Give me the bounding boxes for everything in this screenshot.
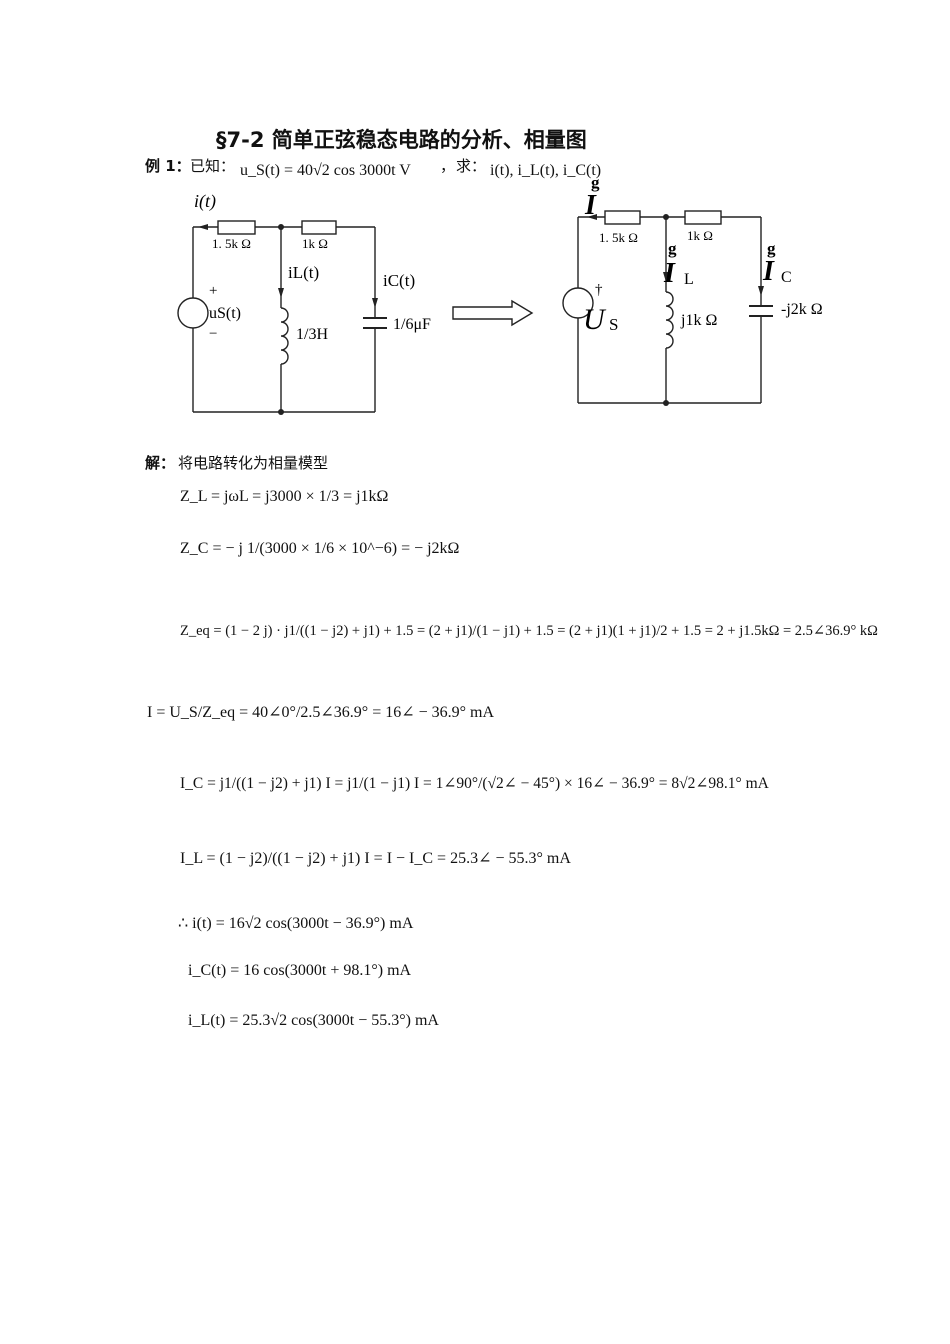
equation-Zeq: Z_eq = (1 − 2 j) · j1/((1 − j2) + j1) + …: [180, 623, 878, 639]
current-label-i: i(t): [194, 191, 216, 212]
phasor-resistor-1k-label: 1k Ω: [687, 228, 713, 243]
given-label: 已知：: [190, 157, 236, 175]
resistor-1k: [301, 220, 337, 235]
source-plus: +: [209, 283, 217, 299]
voltage-source: [177, 297, 209, 329]
equation-ZC: Z_C = − j 1/(3000 × 1/6 × 10^−6) = − j2k…: [180, 540, 460, 557]
source-label: uS(t): [209, 305, 241, 322]
solution-label: 解：: [145, 454, 176, 472]
inductor: [280, 307, 289, 365]
find-label: 求：: [456, 157, 487, 175]
equation-I: I = U_S/Z_eq = 40∠0°/2.5∠36.9° = 16∠ − 3…: [147, 704, 495, 721]
phasor-dot-mark: g: [591, 173, 600, 192]
resistor-1-5k: [217, 220, 256, 235]
phasor-source-plus: †: [595, 282, 603, 298]
solution-intro: 将电路转化为相量模型: [178, 454, 329, 472]
inductor-label: 1/3H: [296, 326, 328, 343]
phasor-resistor-1-5k: [604, 210, 641, 225]
equation-IL: I_L = (1 − j2)/((1 − j2) + j1) I = I − I…: [180, 850, 571, 867]
phasor-resistor-1-5k-label: 1. 5k Ω: [599, 230, 638, 245]
current-arrow: [198, 224, 208, 230]
result-i: ∴ i(t) = 16√2 cos(3000t − 36.9°) mA: [178, 915, 414, 932]
find-expression: i(t), i_L(t), i_C(t): [490, 162, 602, 179]
current-label-iL: iL(t): [288, 263, 319, 282]
phasor-current-arrow: [587, 214, 597, 220]
phasor-current-IL-sub: L: [684, 271, 694, 288]
equation-IC: I_C = j1/((1 − j2) + j1) I = j1/(1 − j1)…: [180, 775, 769, 792]
phasor-current-IC-sub: C: [781, 269, 792, 286]
current-label-iC: iC(t): [383, 271, 415, 290]
current-arrow-iL: [278, 288, 284, 298]
phasor-source-U: U: [583, 303, 607, 336]
phasor-current-IC: I: [762, 256, 775, 287]
equation-ZL: Z_L = jωL = j3000 × 1/3 = j1kΩ: [180, 488, 389, 505]
phasor-dot-mark-IL: g: [668, 239, 677, 258]
phasor-domain-circuit: g I 1. 5k Ω 1k Ω g I L g I C † U S j1k Ω…: [562, 173, 823, 406]
phasor-current-arrow-IL: [663, 272, 669, 282]
phasor-resistor-1k: [684, 210, 722, 225]
phasor-inductor: [665, 291, 674, 349]
phasor-inductor-label: j1k Ω: [680, 312, 717, 329]
phasor-source-sub: S: [609, 315, 618, 334]
phasor-capacitor-label: -j2k Ω: [781, 301, 823, 318]
phasor-dot-mark-IC: g: [767, 239, 776, 258]
capacitor-label: 1/6μF: [393, 316, 431, 333]
resistor-1-5k-label: 1. 5k Ω: [212, 236, 251, 251]
page-title: §7-2 简单正弦稳态电路的分析、相量图: [216, 128, 587, 152]
time-domain-circuit: i(t) 1. 5k Ω 1k Ω iL(t) iC(t) + uS(t) − …: [177, 191, 431, 415]
current-arrow-iC: [372, 298, 378, 308]
given-expression: u_S(t) = 40√2 cos 3000t V: [240, 162, 411, 179]
resistor-1k-label: 1k Ω: [302, 236, 328, 251]
given-comma: ，: [440, 157, 456, 175]
phasor-current-arrow-IC: [758, 286, 764, 296]
example-label: 例 1：: [145, 157, 191, 175]
phasor-current-IL: I: [663, 258, 676, 289]
source-minus: −: [209, 326, 217, 342]
conversion-arrow-icon: [452, 299, 534, 327]
result-iL: i_L(t) = 25.3√2 cos(3000t − 55.3°) mA: [188, 1012, 439, 1029]
phasor-current-I: I: [584, 190, 597, 221]
result-iC: i_C(t) = 16 cos(3000t + 98.1°) mA: [188, 962, 412, 979]
